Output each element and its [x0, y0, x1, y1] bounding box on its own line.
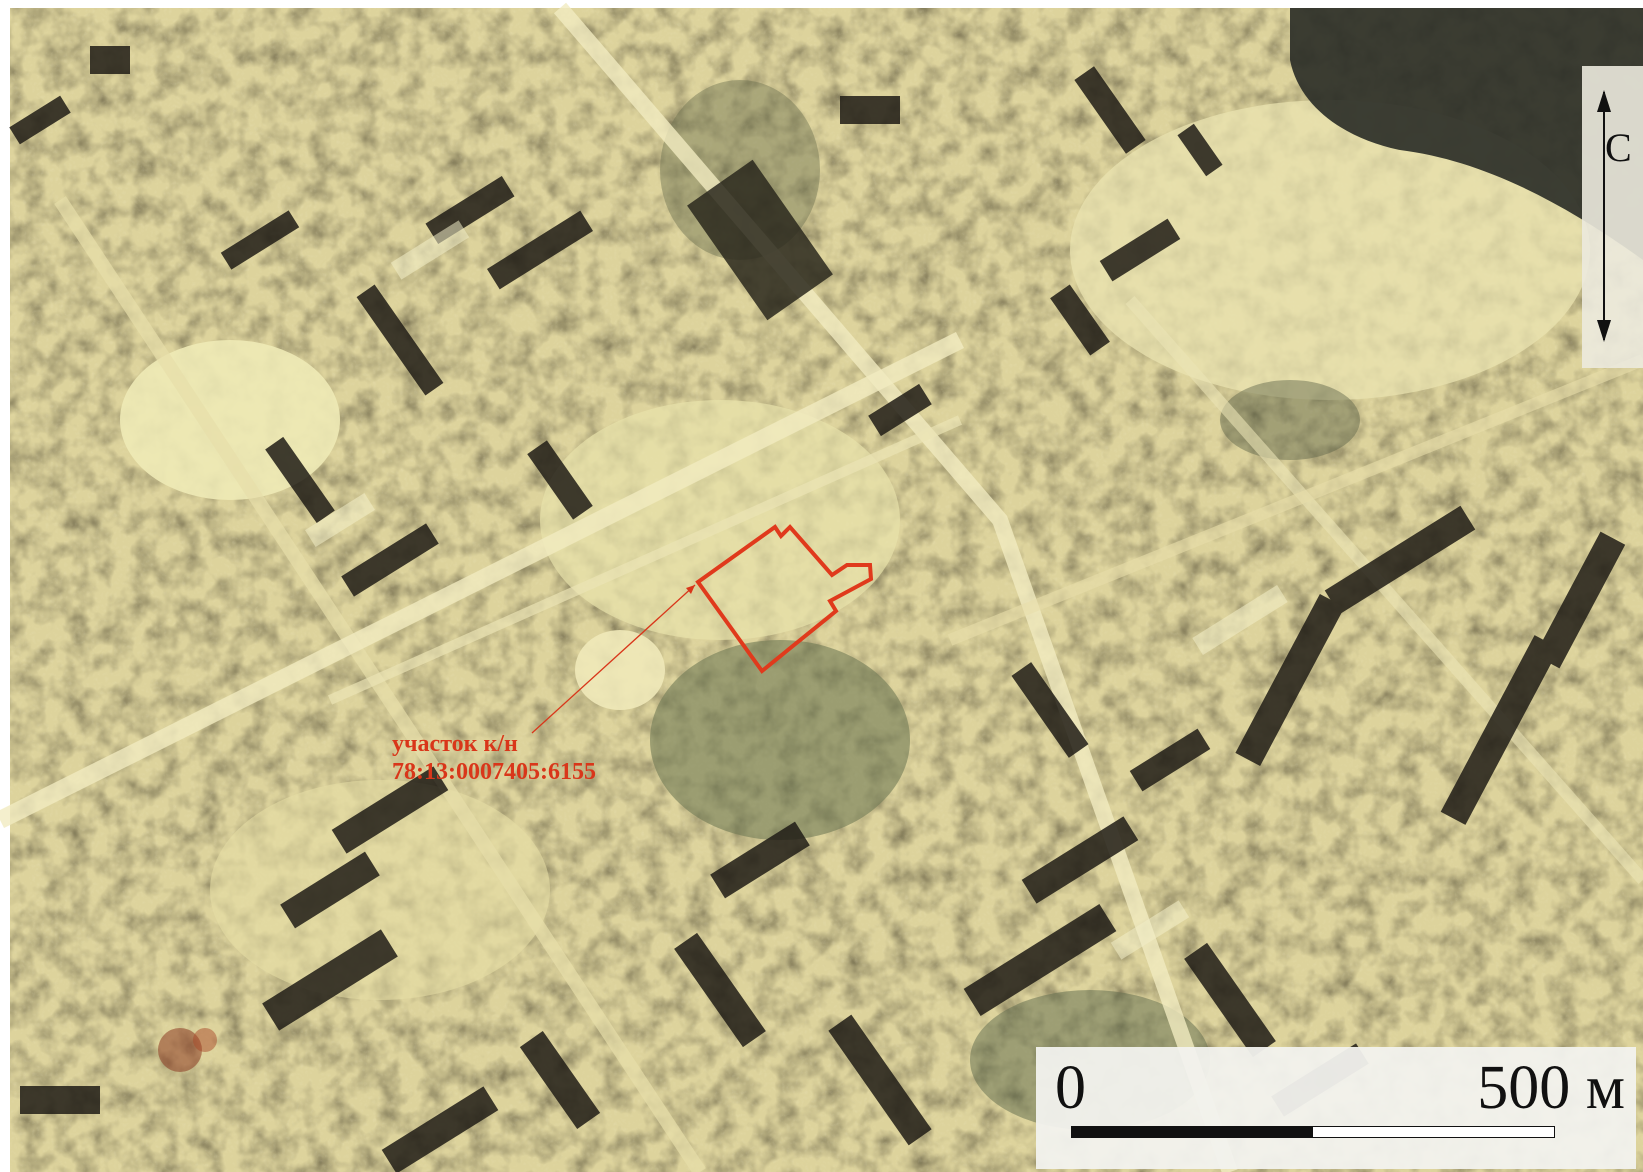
scale-max-label: 500 м	[1477, 1054, 1625, 1122]
buildings-layer	[9, 46, 1626, 1172]
north-label: С	[1605, 125, 1632, 170]
scale-bar-filled-segment	[1072, 1127, 1313, 1137]
parcel-label-line1: участок к/н	[392, 731, 518, 757]
scale-bar	[1071, 1126, 1555, 1138]
scale-zero-label: 0	[1055, 1054, 1086, 1122]
north-arrow-panel	[1582, 66, 1643, 368]
parcel-cadastral-number: 78:13:0007405:6155	[392, 759, 596, 785]
label-leader-line	[531, 584, 696, 734]
parcel-boundary[interactable]	[695, 524, 874, 674]
scale-bar-panel	[1036, 1047, 1636, 1169]
parcel-label: участок к/н 78:13:0007405:6155	[392, 730, 596, 786]
